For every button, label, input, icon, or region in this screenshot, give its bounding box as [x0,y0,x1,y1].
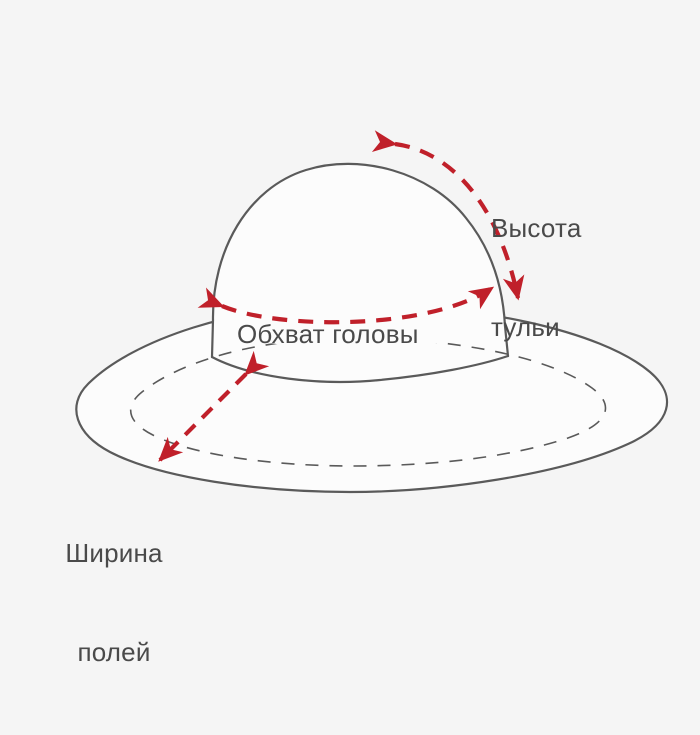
hat-illustration [75,130,668,494]
crown-right-side [503,324,510,358]
label-brim-width-line1: Ширина [65,538,163,568]
head-circumference-arrow [197,286,495,325]
label-brim-width-line2: полей [77,637,151,667]
label-brim-width: Ширина полей [40,471,188,735]
hat-measurement-diagram: Высота тульи Обхват головы Ширина полей [65,130,668,667]
crown-height-arrow [371,130,525,301]
label-crown-height: Высота тульи [491,146,582,410]
brim-width-arrow [158,350,270,462]
label-head-circumference: Обхват головы [237,252,419,417]
label-head-circumference-line1: Обхват головы [237,319,419,349]
label-crown-height-line2: тульи [491,312,560,342]
label-crown-height-line1: Высота [491,213,582,243]
crown-left-side [210,318,215,359]
